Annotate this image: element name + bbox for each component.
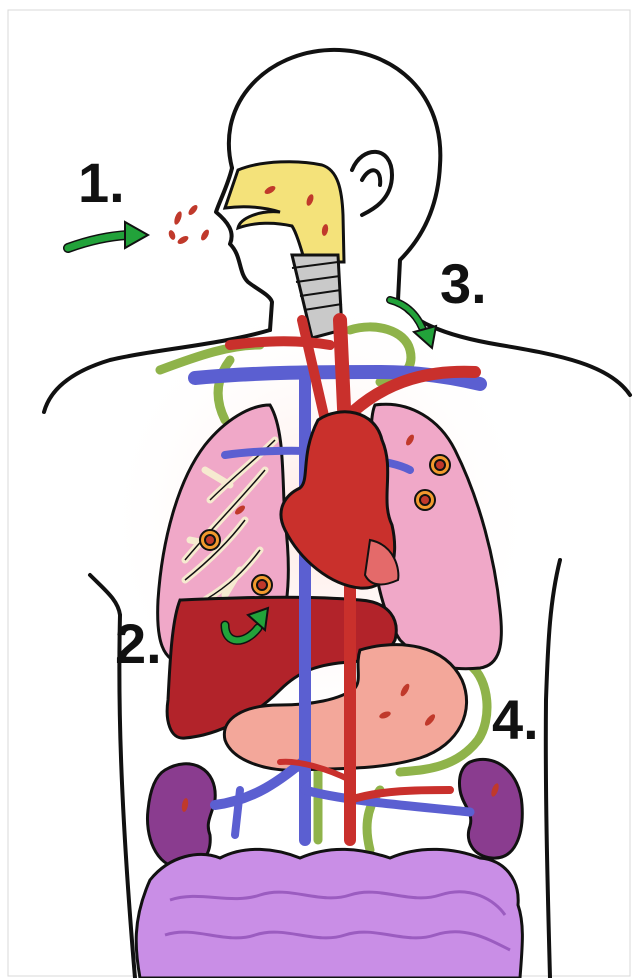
nasal-airway: [225, 162, 344, 262]
step-label-1: 1.: [78, 155, 125, 211]
intestines: [136, 849, 522, 978]
step-label-2: 2.: [115, 616, 162, 672]
step-label-3: 3.: [440, 256, 487, 312]
arrow-1-inhale: [68, 222, 148, 248]
right-kidney: [147, 764, 215, 868]
step-label-4: 4.: [492, 692, 539, 748]
